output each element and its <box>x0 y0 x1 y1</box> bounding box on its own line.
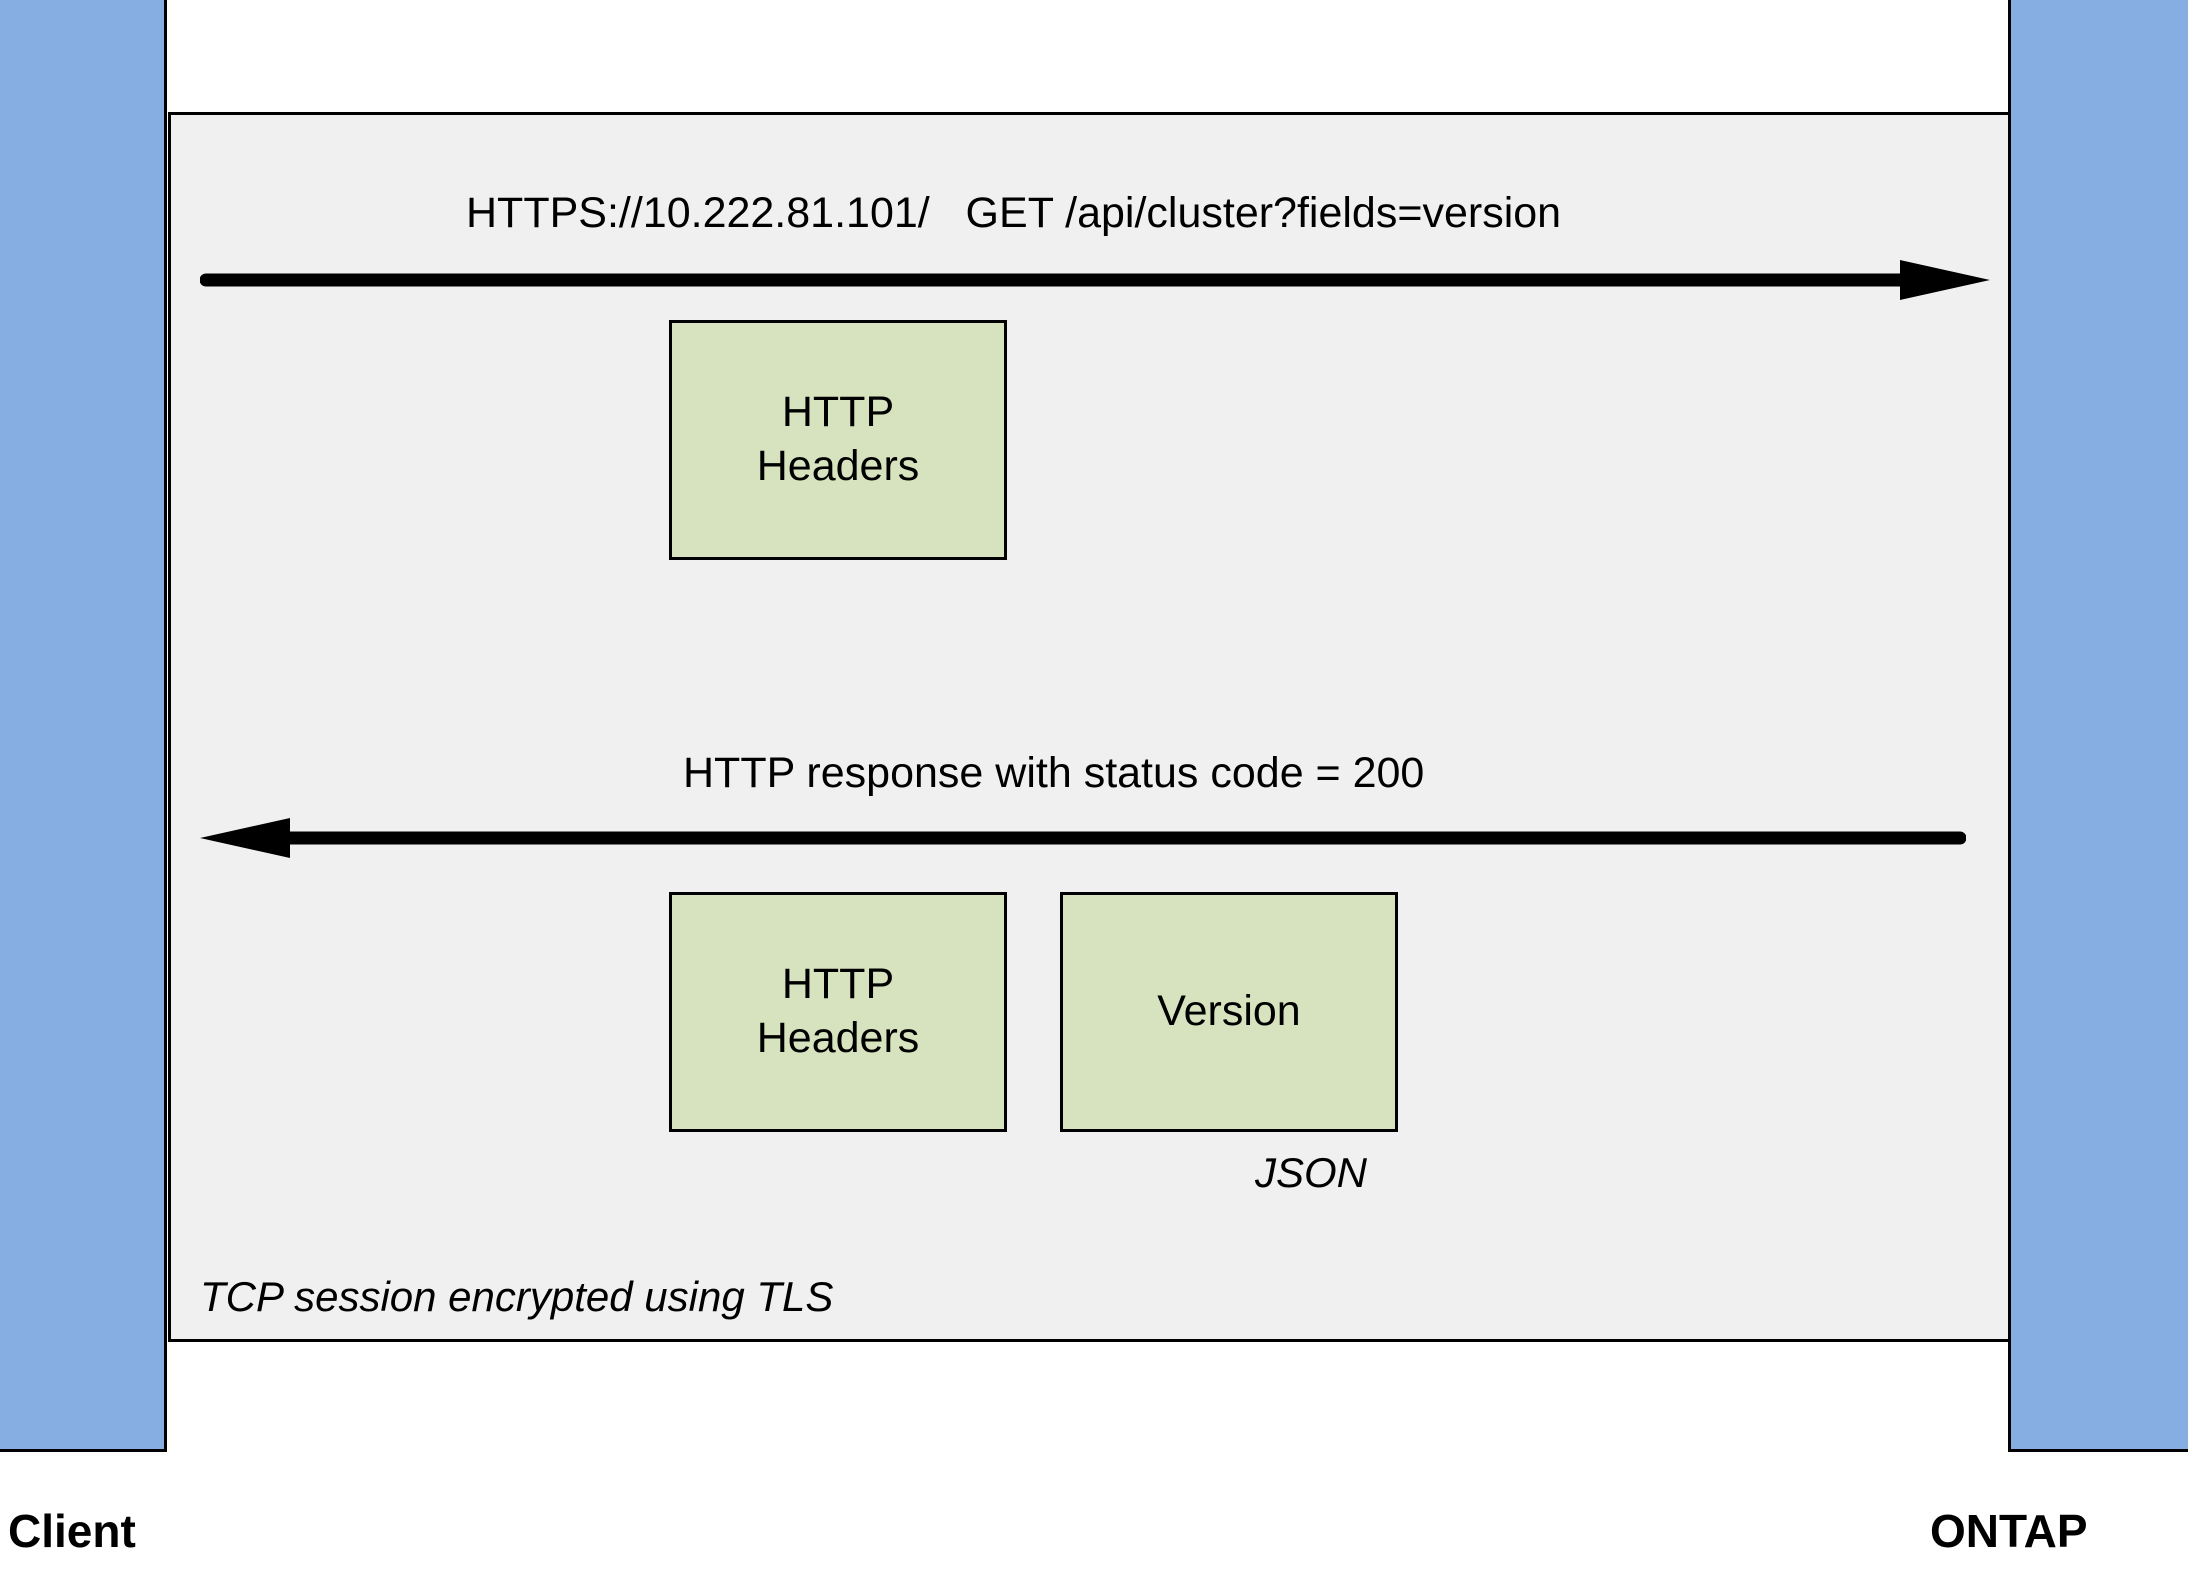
payload-line-2: Headers <box>756 1014 920 1062</box>
request-message-label: HTTPS://10.222.81.101/ GET /api/cluster?… <box>466 189 1562 237</box>
actor-label-client: Client <box>8 1505 136 1557</box>
actor-label-ontap: ONTAP <box>1930 1505 2088 1557</box>
request-arrow-right <box>200 260 1990 300</box>
payload-line-1: HTTP <box>781 960 895 1009</box>
actor-lifeline-ontap <box>2008 0 2188 1452</box>
request-http-headers-box: HTTP Headers <box>669 320 1007 560</box>
tls-session-panel <box>168 112 2011 1342</box>
payload-line-2: Headers <box>756 442 920 490</box>
response-version-box: Version <box>1060 892 1398 1132</box>
response-http-headers-box: HTTP Headers <box>669 892 1007 1132</box>
payload-line-1: HTTP <box>781 388 895 437</box>
response-arrow-left <box>200 818 1966 858</box>
tls-session-annotation: TCP session encrypted using TLS <box>200 1273 834 1320</box>
payload-line-1: Version <box>1157 987 1301 1036</box>
json-format-annotation: JSON <box>1255 1149 1368 1196</box>
actor-lifeline-client <box>0 0 167 1452</box>
response-message-label: HTTP response with status code = 200 <box>683 749 1425 797</box>
